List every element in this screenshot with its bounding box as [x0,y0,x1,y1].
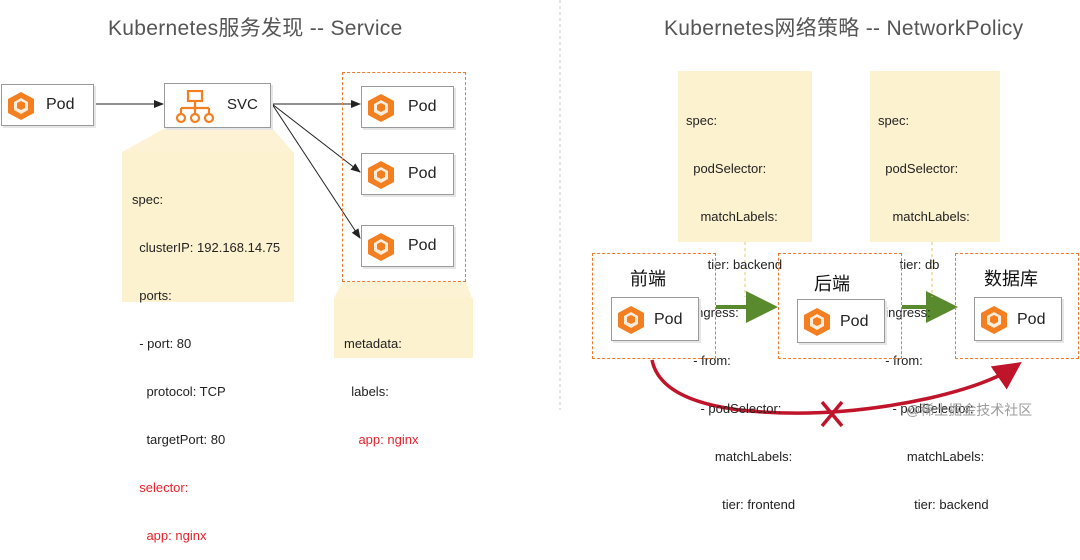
note-line: matchLabels: [686,449,793,464]
note-line: spec: [132,192,164,207]
metadata-note-callout [334,282,472,298]
backend-pod-group [342,72,466,282]
frontend-pod: Pod [611,297,699,341]
frontend-group [592,253,716,359]
frontend-to-db-deny-arc [650,359,1022,415]
note-line: ingress: [878,305,931,320]
right-title: Kubernetes网络策略 -- NetworkPolicy [664,17,1024,40]
note-line: tier: frontend [686,497,796,512]
cube-cluster-icon [368,94,394,122]
note-line: tier: db [878,257,940,272]
note-line: - podSelector: [878,401,974,416]
note-line: metadata: [344,336,402,351]
watermark: @稀土掘金技术社区 [906,402,1033,418]
cube-cluster-icon [981,306,1007,334]
backend-group-label: 后端 [814,274,850,294]
cube-cluster-icon [618,306,644,334]
note-line: matchLabels: [686,209,778,224]
note-line: clusterIP: 192.168.14.75 [132,240,281,255]
note-line: spec: [878,113,910,128]
db-pod: Pod [974,297,1062,341]
label-value-line: app: nginx [344,432,419,447]
cube-cluster-icon [8,92,34,120]
pod-label: Pod [408,98,437,115]
x-mark-icon [820,400,844,428]
note-line: spec: [686,113,718,128]
note-line: labels: [344,384,389,399]
backend-policy-note: spec: podSelector: matchLabels: tier: ba… [678,71,812,512]
backend-pod: Pod [797,299,885,343]
pod-label: Pod [654,311,683,328]
note-line: tier: backend [686,257,783,272]
note-line: - port: 80 [132,336,192,351]
svc-node: SVC [164,83,271,128]
cube-cluster-icon [368,161,394,189]
svc-label: SVC [227,96,258,113]
pod-label: Pod [408,165,437,182]
note-line: targetPort: 80 [132,432,226,447]
service-spec-note: spec: clusterIP: 192.168.14.75 ports: - … [122,152,294,543]
note-line: protocol: TCP [132,384,226,399]
svc-to-pod2-arrow [271,103,361,173]
db-group [955,253,1079,359]
client-pod: Pod [1,84,94,126]
selector-line: selector: [132,480,189,495]
note-line: ports: [132,288,172,303]
note-line: podSelector: [878,161,959,176]
spec-note-callout [122,128,293,152]
backend-group [778,253,902,359]
note-line: matchLabels: [878,449,985,464]
pod-label: Pod [840,313,869,330]
metadata-note: metadata: labels: app: nginx [334,298,473,447]
note-line: - podSelector: [686,401,782,416]
frontend-group-label: 前端 [630,269,666,289]
cube-cluster-icon [368,233,394,261]
pod-label: Pod [408,237,437,254]
backend-pod-1: Pod [361,86,454,128]
note-line: - from: [686,353,731,368]
network-tree-icon [175,90,215,124]
note-line: matchLabels: [878,209,970,224]
connector-overlay [94,0,1022,428]
db-policy-note: spec: podSelector: matchLabels: tier: db… [870,71,1000,512]
backend-pod-2: Pod [361,153,454,195]
cube-cluster-icon [804,308,830,336]
pod-label: Pod [1017,311,1046,328]
note-line: podSelector: [686,161,767,176]
db-group-label: 数据库 [984,269,1038,289]
svc-to-pod3-arrow [271,103,361,239]
client-pod-label: Pod [46,96,75,113]
left-title: Kubernetes服务发现 -- Service [108,17,403,40]
note-line: tier: backend [878,497,989,512]
backend-pod-3: Pod [361,225,454,267]
selector-value-line: app: nginx [132,528,207,543]
note-line: - from: [878,353,923,368]
